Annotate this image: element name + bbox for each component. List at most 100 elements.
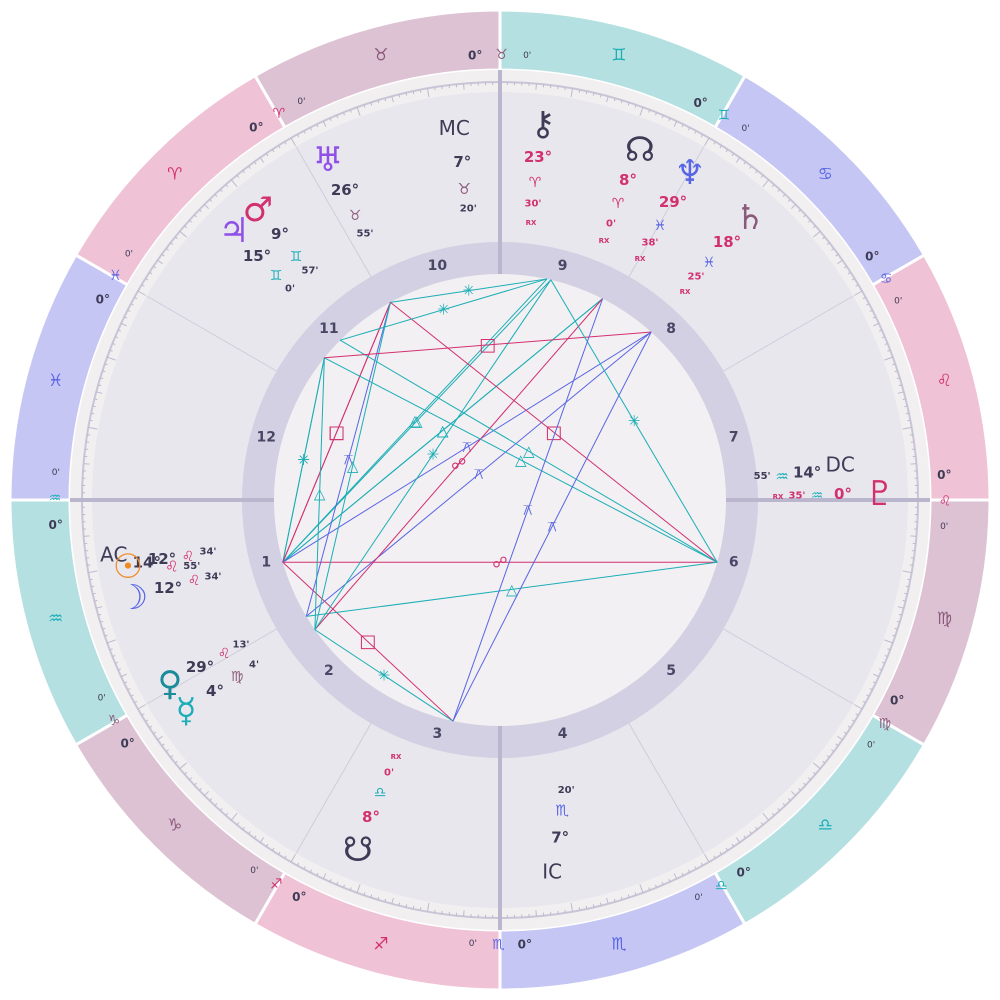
aspect-line-trine bbox=[314, 302, 391, 630]
house-cusp-line bbox=[723, 628, 854, 705]
degree-tick bbox=[145, 278, 149, 281]
degree-tick bbox=[230, 179, 238, 188]
degree-tick bbox=[259, 837, 265, 843]
angle-sign-icon: ♒ bbox=[775, 467, 788, 485]
degree-tick bbox=[149, 725, 153, 729]
degree-tick bbox=[892, 634, 896, 637]
quincunx-icon: ⚻ bbox=[462, 438, 472, 456]
planet-minutes: 0' bbox=[285, 284, 295, 295]
degree-tick bbox=[107, 639, 116, 644]
house-cusp-line bbox=[146, 295, 277, 372]
degree-tick bbox=[812, 762, 821, 770]
degree-tick bbox=[902, 426, 912, 430]
degree-tick bbox=[463, 83, 465, 90]
degree-tick bbox=[847, 725, 851, 729]
planet-neptune: ♆29°♓38'RX bbox=[635, 153, 706, 263]
angle-degree: 7° bbox=[453, 153, 471, 171]
degree-tick bbox=[843, 731, 847, 735]
degree-tick bbox=[853, 290, 863, 296]
planet-south-node: ☋8°♎0'RX bbox=[343, 753, 402, 870]
degree-tick bbox=[896, 620, 900, 623]
degree-tick bbox=[894, 627, 898, 630]
aspect-line-opposition bbox=[314, 298, 603, 630]
degree-tick bbox=[613, 98, 616, 102]
degree-tick bbox=[771, 812, 775, 816]
trine-icon: △ bbox=[411, 412, 423, 430]
degree-tick bbox=[204, 204, 210, 210]
degree-tick bbox=[100, 377, 104, 380]
house-cusp-label: 0°♐0' bbox=[250, 866, 306, 904]
degree-tick bbox=[620, 896, 623, 900]
house-number: 6 bbox=[729, 555, 739, 571]
degree-tick bbox=[115, 336, 119, 339]
planet-venus: ♀29°♌13' bbox=[158, 640, 250, 705]
degree-tick bbox=[88, 426, 98, 430]
degree-tick bbox=[124, 316, 128, 319]
aspect-line-trine bbox=[282, 279, 552, 563]
degree-tick bbox=[309, 869, 313, 873]
degree-tick bbox=[694, 866, 697, 870]
planet-moon: ☽12°♌34' bbox=[118, 572, 222, 619]
degree-tick bbox=[735, 157, 741, 163]
house-cusp-line bbox=[628, 146, 705, 277]
degree-tick bbox=[102, 627, 106, 630]
gemini-icon: ♊ bbox=[611, 46, 626, 66]
degree-tick bbox=[124, 681, 128, 684]
cusp-degree: 0° bbox=[120, 737, 134, 751]
degree-tick bbox=[134, 296, 138, 300]
degree-tick bbox=[787, 198, 791, 202]
degree-tick bbox=[225, 812, 229, 816]
cusp-minutes: 0' bbox=[523, 51, 531, 61]
planet-sign-icon: ♊ bbox=[290, 249, 303, 265]
degree-tick bbox=[897, 606, 904, 609]
degree-tick bbox=[847, 271, 851, 275]
degree-tick bbox=[904, 592, 908, 595]
house-number: 7 bbox=[729, 429, 739, 445]
degree-tick bbox=[193, 782, 197, 786]
degree-tick bbox=[329, 878, 332, 883]
degree-tick bbox=[112, 654, 116, 658]
planet-degree: 12° bbox=[154, 579, 182, 597]
cusp-degree: 0° bbox=[249, 121, 263, 135]
degree-tick bbox=[98, 384, 102, 387]
degree-tick bbox=[88, 570, 98, 574]
degree-tick bbox=[585, 905, 588, 909]
degree-tick bbox=[719, 145, 722, 149]
planet-sign-icon: ♓ bbox=[703, 255, 716, 271]
angle-minutes: 20' bbox=[558, 785, 575, 796]
retrograde-badge: RX bbox=[391, 753, 402, 761]
planet-sign-icon: ♈ bbox=[612, 196, 625, 212]
degree-tick bbox=[592, 92, 595, 96]
planet-degree: 8° bbox=[362, 808, 380, 826]
sextile-icon: ✳ bbox=[628, 412, 641, 430]
degree-tick bbox=[866, 694, 870, 697]
degree-tick bbox=[100, 620, 104, 623]
degree-tick bbox=[884, 639, 893, 644]
degree-tick bbox=[137, 704, 147, 710]
aspect-line-sextile bbox=[282, 357, 325, 563]
house-cusp-line bbox=[295, 146, 372, 277]
venus-icon: ♀ bbox=[158, 664, 183, 704]
degree-tick bbox=[83, 535, 90, 537]
degree-tick bbox=[798, 209, 802, 213]
degree-tick bbox=[349, 887, 352, 891]
aspect-line-sextile bbox=[340, 278, 548, 341]
degree-tick bbox=[606, 897, 609, 904]
planet-minutes: 4' bbox=[249, 660, 259, 671]
degree-tick bbox=[585, 91, 588, 95]
angle-name: MC bbox=[439, 116, 470, 140]
degree-tick bbox=[592, 904, 595, 908]
quincunx-icon: ⚻ bbox=[474, 465, 484, 483]
degree-tick bbox=[104, 363, 108, 366]
leo-icon: ♌ bbox=[937, 371, 952, 391]
aspect-line-trine bbox=[282, 298, 603, 563]
degree-tick bbox=[904, 405, 908, 408]
degree-tick bbox=[236, 174, 240, 178]
degree-tick bbox=[749, 831, 752, 835]
degree-tick bbox=[760, 174, 764, 178]
degree-tick bbox=[253, 835, 257, 839]
degree-tick bbox=[363, 892, 366, 896]
degree-tick bbox=[89, 578, 93, 581]
degree-tick bbox=[812, 230, 821, 238]
